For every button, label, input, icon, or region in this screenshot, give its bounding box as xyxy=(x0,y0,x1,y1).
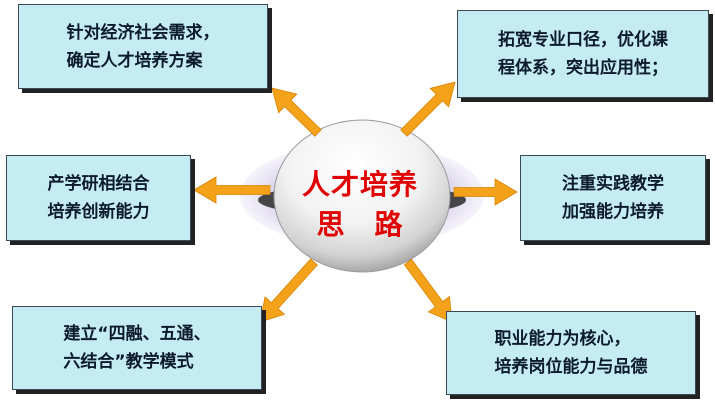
box-middle-left-line1: 产学研相结合 xyxy=(47,174,150,194)
box-top-right: 拓宽专业口径，优化课 程体系，突出应用性； xyxy=(457,10,709,98)
arrow-to-middle-left xyxy=(193,176,271,204)
box-middle-left: 产学研相结合 培养创新能力 xyxy=(6,155,191,241)
box-top-left-line1: 针对经济社会需求， xyxy=(66,22,220,43)
box-top-right-line2: 程体系，突出应用性； xyxy=(498,58,668,78)
box-bottom-right: 职业能力为核心， 培养岗位能力与品德 xyxy=(446,311,696,395)
arrow-to-middle-right xyxy=(453,178,518,206)
arrow-group xyxy=(193,81,518,323)
center-title: 人才培养 思 路 xyxy=(285,165,435,245)
box-bottom-right-line2: 培养岗位能力与品德 xyxy=(494,357,648,377)
center-title-line2: 思 路 xyxy=(316,208,404,241)
box-middle-right: 注重实践教学 加强能力培养 xyxy=(520,155,706,241)
arrow-to-bottom-right xyxy=(403,258,453,323)
box-bottom-left: 建立“四融、五通、 六结合”教学模式 xyxy=(12,306,262,390)
box-middle-right-line2: 加强能力培养 xyxy=(562,202,664,222)
box-bottom-right-line1: 职业能力为核心， xyxy=(494,329,631,349)
box-bottom-left-line2: 六结合”教学模式 xyxy=(63,352,194,372)
arrow-to-bottom-left xyxy=(259,258,318,323)
box-top-left: 针对经济社会需求， 确定人才培养方案 xyxy=(18,4,268,89)
center-title-line1: 人才培养 xyxy=(301,168,418,201)
center-sphere xyxy=(273,119,451,273)
box-bottom-left-line1: 建立“四融、五通、 xyxy=(63,324,211,344)
arrow-to-top-right xyxy=(400,81,456,137)
box-top-right-line1: 拓宽专业口径，优化课 xyxy=(498,30,668,50)
box-top-left-line2: 确定人才培养方案 xyxy=(66,50,203,71)
box-middle-right-line1: 注重实践教学 xyxy=(562,174,664,194)
arrow-to-top-left xyxy=(271,87,322,137)
box-middle-left-line2: 培养创新能力 xyxy=(47,202,150,222)
